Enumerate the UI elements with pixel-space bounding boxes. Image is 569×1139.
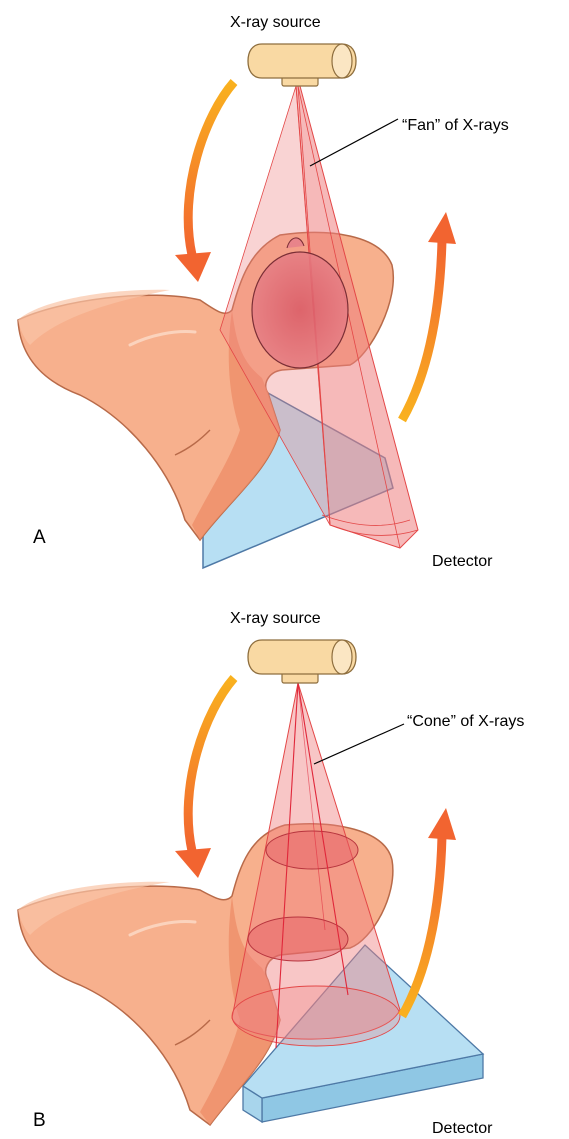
arrowhead-down-a <box>175 252 211 282</box>
arrowhead-up-b <box>428 808 456 840</box>
cone-beam-label: “Cone” of X-rays <box>407 713 524 730</box>
xray-source-label-b: X-ray source <box>230 610 321 627</box>
panel-a: X-ray source “Fan” of X-rays Detector A <box>18 14 509 570</box>
cone-leader-line <box>314 724 404 764</box>
cone-slice-top-b <box>266 831 358 869</box>
rotation-arrow-down-b <box>188 678 234 851</box>
panel-letter-a: A <box>33 527 46 548</box>
head-a <box>252 252 348 368</box>
arrowhead-up-a <box>428 212 456 244</box>
fan-beam-label: “Fan” of X-rays <box>402 117 509 134</box>
rotation-arrow-up-a <box>402 240 442 420</box>
detector-label-a: Detector <box>432 553 493 570</box>
xray-source-b <box>248 640 356 683</box>
fan-leader-line <box>310 119 398 166</box>
xray-source-a <box>248 44 356 86</box>
panel-b: X-ray source “Cone” of X-rays Detector B <box>18 610 524 1137</box>
detector-label-b: Detector <box>432 1120 493 1137</box>
panel-letter-b: B <box>33 1110 46 1131</box>
arrowhead-down-b <box>175 848 211 878</box>
cone-base-b <box>232 986 400 1046</box>
cone-slice-mid-b <box>248 917 348 961</box>
xray-source-label-a: X-ray source <box>230 14 321 31</box>
rotation-arrow-down-a <box>188 82 234 255</box>
